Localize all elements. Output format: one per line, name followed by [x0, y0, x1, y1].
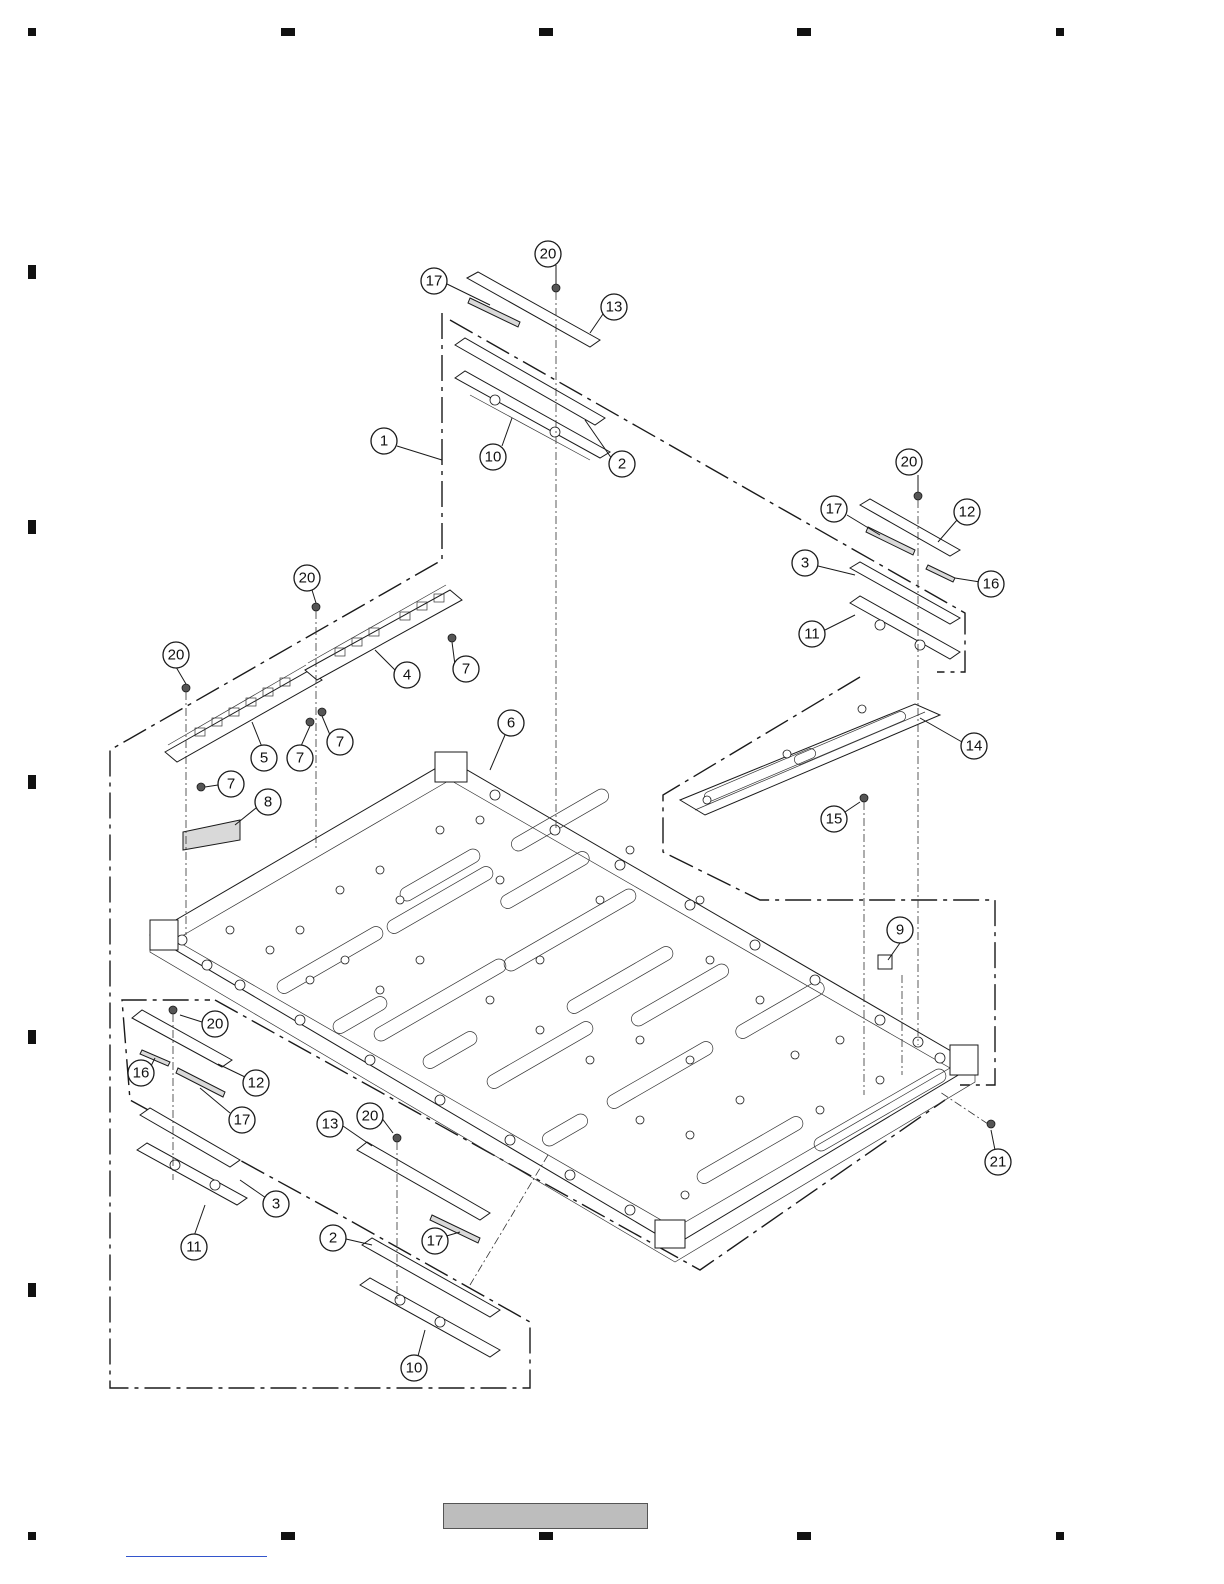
svg-text:9: 9 — [896, 922, 904, 939]
svg-text:11: 11 — [804, 626, 820, 643]
svg-text:20: 20 — [207, 1016, 224, 1033]
callout-9: 9 — [887, 917, 913, 943]
top-bracket-assembly — [455, 272, 610, 460]
corner-bracket-left — [150, 920, 178, 950]
svg-text:15: 15 — [826, 811, 843, 828]
svg-text:17: 17 — [234, 1112, 251, 1129]
corner-bracket-bottom — [655, 1220, 685, 1248]
svg-text:11: 11 — [186, 1239, 202, 1256]
callout-20: 20 — [202, 1011, 228, 1037]
svg-text:21: 21 — [990, 1154, 1007, 1171]
drive-board-4 — [305, 585, 462, 680]
svg-text:20: 20 — [168, 647, 185, 664]
svg-text:20: 20 — [362, 1108, 379, 1125]
callout-2: 2 — [609, 451, 635, 477]
svg-text:16: 16 — [133, 1065, 150, 1082]
callout-21: 21 — [985, 1149, 1011, 1175]
callout-4: 4 — [394, 662, 420, 688]
callout-1: 1 — [371, 428, 397, 454]
svg-text:13: 13 — [322, 1116, 339, 1133]
callout-17: 17 — [229, 1107, 255, 1133]
svg-text:12: 12 — [248, 1075, 265, 1092]
svg-text:4: 4 — [403, 667, 411, 684]
callout-3: 3 — [263, 1191, 289, 1217]
svg-text:7: 7 — [296, 750, 304, 767]
svg-text:3: 3 — [272, 1196, 280, 1213]
svg-text:6: 6 — [507, 715, 515, 732]
callout-7: 7 — [327, 729, 353, 755]
svg-text:2: 2 — [618, 456, 626, 473]
callout-15: 15 — [821, 806, 847, 832]
callout-20: 20 — [294, 565, 320, 591]
callout-17: 17 — [821, 496, 847, 522]
callout-20: 20 — [535, 241, 561, 267]
corner-bracket-top — [435, 752, 467, 782]
callout-20: 20 — [163, 642, 189, 668]
svg-text:1: 1 — [380, 433, 388, 450]
svg-text:16: 16 — [983, 576, 1000, 593]
callout-7: 7 — [218, 771, 244, 797]
svg-text:20: 20 — [901, 454, 918, 471]
callout-7: 7 — [287, 745, 313, 771]
callout-11: 11 — [181, 1234, 207, 1260]
main-chassis-panel — [150, 752, 978, 1262]
callout-7: 7 — [453, 656, 479, 682]
callout-10: 10 — [480, 444, 506, 470]
svg-text:13: 13 — [606, 299, 623, 316]
callout-2: 2 — [320, 1225, 346, 1251]
svg-text:17: 17 — [826, 501, 843, 518]
callout-14: 14 — [961, 733, 987, 759]
svg-text:14: 14 — [966, 738, 983, 755]
callout-6: 6 — [498, 710, 524, 736]
callout-11: 11 — [799, 621, 825, 647]
svg-text:10: 10 — [485, 449, 502, 466]
callout-8: 8 — [255, 789, 281, 815]
svg-text:10: 10 — [406, 1360, 423, 1377]
corner-bracket-right — [950, 1045, 978, 1075]
callout-12: 12 — [243, 1070, 269, 1096]
svg-text:5: 5 — [260, 750, 268, 767]
callout-17: 17 — [422, 1228, 448, 1254]
callouts: 20 17 13 1 10 2 20 17 12 3 16 11 20 20 7… — [128, 241, 1011, 1381]
footer-link-underline[interactable] — [126, 1556, 267, 1557]
lower-left-bracket-assembly — [132, 1010, 247, 1205]
callout-20: 20 — [896, 449, 922, 475]
callout-16: 16 — [128, 1060, 154, 1086]
callout-13: 13 — [317, 1111, 343, 1137]
svg-text:20: 20 — [540, 246, 557, 263]
svg-text:3: 3 — [801, 555, 809, 572]
callout-3: 3 — [792, 550, 818, 576]
svg-text:17: 17 — [426, 273, 443, 290]
svg-text:7: 7 — [227, 776, 235, 793]
svg-text:2: 2 — [329, 1230, 337, 1247]
callout-5: 5 — [251, 745, 277, 771]
callout-17: 17 — [421, 268, 447, 294]
callout-12: 12 — [954, 499, 980, 525]
svg-text:12: 12 — [959, 504, 976, 521]
svg-text:8: 8 — [264, 794, 272, 811]
footer-page-bar — [443, 1503, 648, 1529]
support-bar-part-14 — [680, 704, 940, 815]
svg-text:17: 17 — [427, 1233, 444, 1250]
svg-text:20: 20 — [299, 570, 316, 587]
label-sheet-part-8 — [183, 820, 240, 850]
callout-10: 10 — [401, 1355, 427, 1381]
svg-text:7: 7 — [336, 734, 344, 751]
svg-text:7: 7 — [462, 661, 470, 678]
callout-16: 16 — [978, 571, 1004, 597]
callout-20: 20 — [357, 1103, 383, 1129]
callout-13: 13 — [601, 294, 627, 320]
